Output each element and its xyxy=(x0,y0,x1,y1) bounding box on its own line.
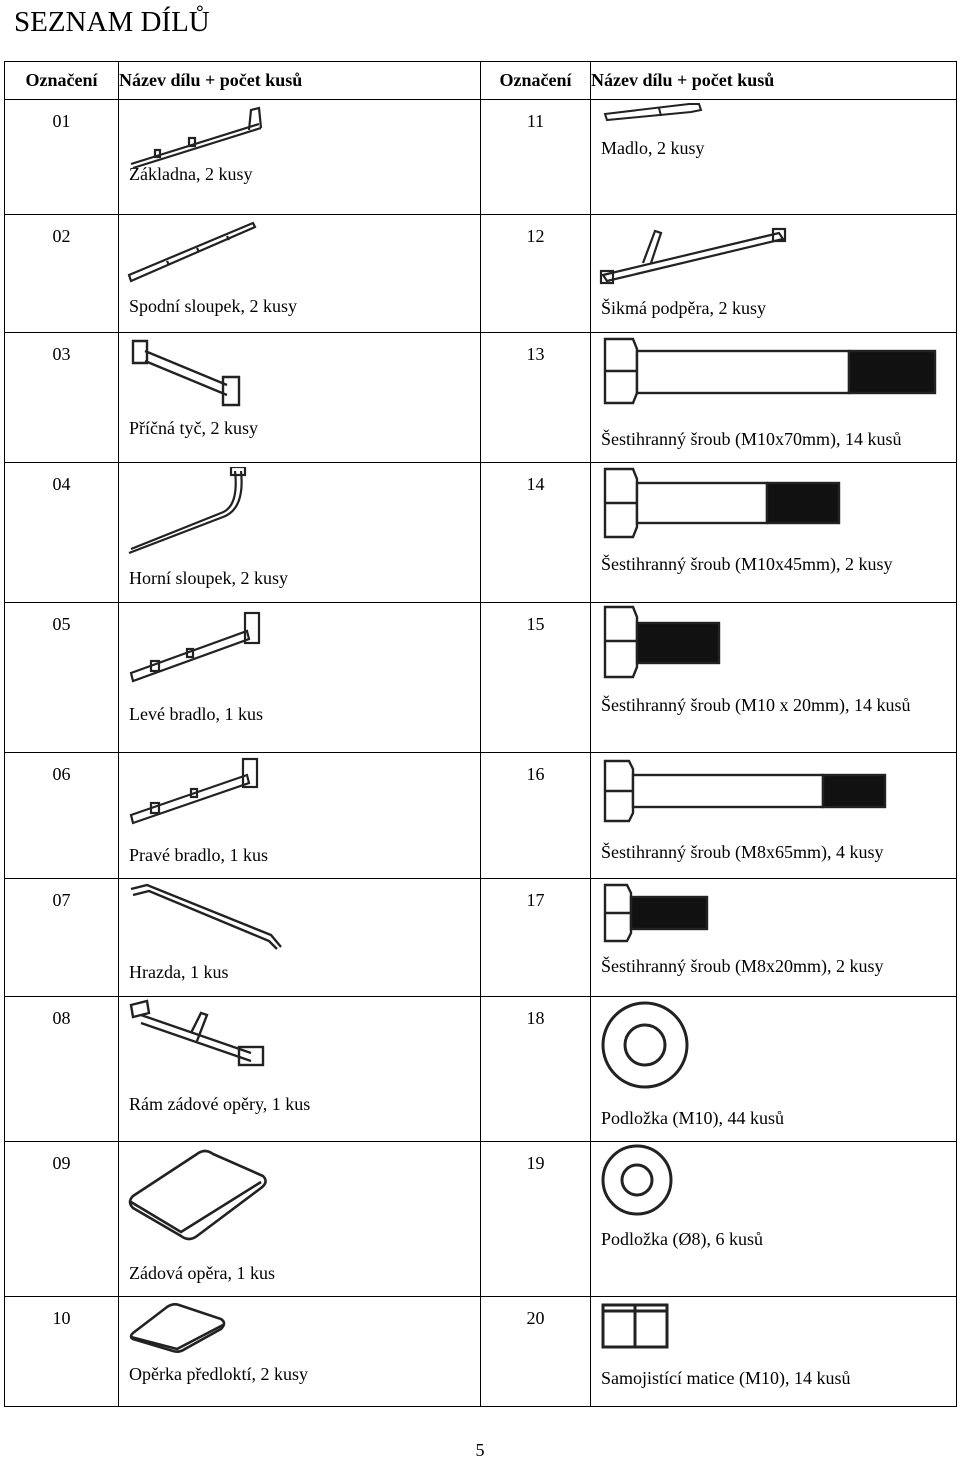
page-number: 5 xyxy=(475,1440,485,1460)
part-name: Podložka (Ø8), 6 kusů xyxy=(601,1229,763,1249)
part-id: 19 xyxy=(526,1153,545,1173)
part-id: 20 xyxy=(526,1308,545,1328)
washer-icon xyxy=(601,1001,689,1089)
left-dip-bar-icon xyxy=(129,611,261,683)
part-name: Šestihranný šroub (M10 x 20mm), 14 kusů xyxy=(601,695,911,715)
table-row: 08 Rám zádové opěry, 1 kus 18 xyxy=(4,996,957,1142)
cross-bar-icon xyxy=(131,339,241,407)
table-row: 02 Spodní sloupek, 2 kusy 12 xyxy=(4,214,957,333)
header-id-left: Označení xyxy=(4,61,119,100)
hex-bolt-icon xyxy=(603,759,887,823)
part-name: Rám zádové opěry, 1 kus xyxy=(129,1094,311,1114)
part-name: Samojistící matice (M10), 14 kusů xyxy=(601,1368,851,1388)
table-row: 09 Zádová opěra, 1 kus 19 Podložka (Ø8),… xyxy=(4,1141,957,1297)
washer-icon xyxy=(601,1144,673,1216)
part-id: 16 xyxy=(526,764,545,784)
right-dip-bar-icon xyxy=(129,757,259,825)
table-row: 05 Levé bradlo, 1 kus 15 xyxy=(4,602,957,753)
part-id: 15 xyxy=(526,614,545,634)
base-rail-icon xyxy=(130,106,263,170)
part-id: 12 xyxy=(526,226,545,246)
part-id: 17 xyxy=(526,890,545,910)
hex-bolt-icon xyxy=(603,337,937,405)
hex-bolt-icon xyxy=(603,605,721,679)
part-id: 05 xyxy=(52,614,71,634)
part-id: 10 xyxy=(52,1308,71,1328)
part-name: Podložka (M10), 44 kusů xyxy=(601,1108,784,1128)
part-name: Hrazda, 1 kus xyxy=(129,962,229,982)
part-name: Šestihranný šroub (M8x20mm), 2 kusy xyxy=(601,956,884,976)
table-row: 03 Příčná tyč, 2 kusy 13 xyxy=(4,332,957,463)
part-id: 03 xyxy=(52,344,71,364)
table-row: 06 Pravé bradlo, 1 kus 16 xyxy=(4,752,957,879)
part-name: Zádová opěra, 1 kus xyxy=(129,1263,275,1283)
part-name: Šestihranný šroub (M10x45mm), 2 kusy xyxy=(601,554,893,574)
part-id: 11 xyxy=(526,111,545,131)
lower-post-icon xyxy=(127,221,257,283)
page-title: SEZNAM DÍLŮ xyxy=(14,6,210,38)
part-id: 01 xyxy=(52,111,71,131)
hex-bolt-icon xyxy=(603,467,841,539)
table-header-row: Označení Název dílu + počet kusů Označen… xyxy=(4,61,957,100)
header-id-right: Označení xyxy=(480,61,591,100)
upper-post-icon xyxy=(128,467,247,555)
pull-up-bar-icon xyxy=(130,883,282,950)
part-name: Šestihranný šroub (M10x70mm), 14 kusů xyxy=(601,429,902,449)
part-id: 14 xyxy=(526,474,545,494)
header-name-right: Název dílu + počet kusů xyxy=(590,61,957,100)
part-name: Opěrka předloktí, 2 kusy xyxy=(129,1364,308,1384)
table-row: 10 Opěrka předloktí, 2 kusy 20 xyxy=(4,1296,957,1407)
handle-icon xyxy=(603,103,703,122)
part-name: Horní sloupek, 2 kusy xyxy=(129,568,288,588)
part-name: Základna, 2 kusy xyxy=(129,164,253,184)
backrest-pad-icon xyxy=(128,1149,267,1241)
part-id: 06 xyxy=(52,764,71,784)
part-name: Pravé bradlo, 1 kus xyxy=(129,845,268,865)
part-name: Šestihranný šroub (M8x65mm), 4 kusy xyxy=(601,842,884,862)
part-id: 09 xyxy=(52,1153,71,1173)
diagonal-brace-icon xyxy=(599,227,787,285)
part-name: Madlo, 2 kusy xyxy=(601,138,705,158)
backrest-frame-icon xyxy=(129,999,265,1067)
table-row: 07 Hrazda, 1 kus 17 Šestihranný šroub xyxy=(4,878,957,997)
table-row: 04 Horní sloupek, 2 kusy 14 xyxy=(4,462,957,603)
part-name: Šikmá podpěra, 2 kusy xyxy=(601,298,766,318)
header-name-left: Název dílu + počet kusů xyxy=(118,61,481,100)
parts-table: Označení Název dílu + počet kusů Označen… xyxy=(4,61,957,1407)
part-name: Příčná tyč, 2 kusy xyxy=(129,418,258,438)
hex-bolt-icon xyxy=(603,883,709,943)
forearm-pad-icon xyxy=(129,1303,226,1353)
part-id: 02 xyxy=(52,226,71,246)
part-id: 07 xyxy=(52,890,71,910)
table-row: 01 Základna, 2 kusy 11 xyxy=(4,99,957,215)
part-id: 08 xyxy=(52,1008,71,1028)
lock-nut-icon xyxy=(601,1303,669,1349)
part-id: 13 xyxy=(526,344,545,364)
part-id: 18 xyxy=(526,1008,545,1028)
part-name: Spodní sloupek, 2 kusy xyxy=(129,296,298,316)
part-name: Levé bradlo, 1 kus xyxy=(129,704,263,724)
part-id: 04 xyxy=(52,474,71,494)
